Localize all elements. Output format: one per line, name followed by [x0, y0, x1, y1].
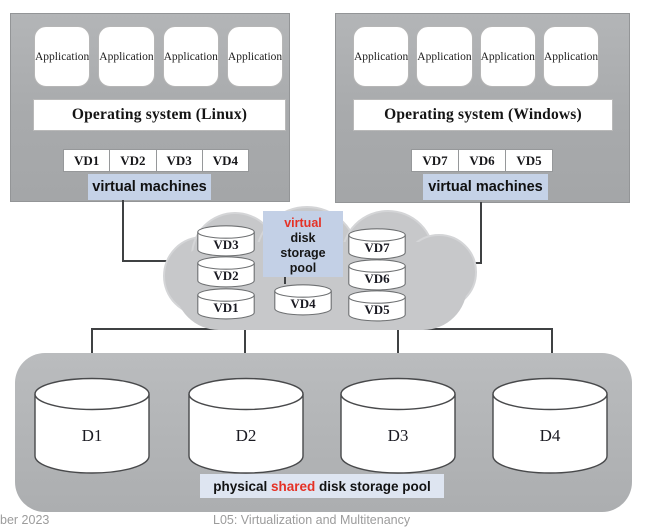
- vd-cylinder-label: VD3: [213, 237, 239, 252]
- vd-cylinder: VD2: [197, 256, 255, 288]
- vd-cylinder: VD4: [274, 284, 332, 316]
- connector-drop-d2: [244, 328, 246, 355]
- vd-cylinder-label: VD6: [364, 271, 390, 286]
- vdisk-label-tick: [284, 277, 286, 284]
- vm-right-vd-row: VD7 VD6 VD5: [411, 149, 553, 172]
- vm-left-vd-row: VD1 VD2 VD3 VD4: [63, 149, 249, 172]
- virtual-disk-pool-label: virtual disk storage pool: [263, 211, 343, 277]
- physical-disk-label: D1: [81, 426, 103, 445]
- application-box: Application: [162, 26, 219, 87]
- vdisk-label-line3: storage: [280, 246, 326, 260]
- pool-caption-part2: shared: [270, 478, 316, 494]
- os-label: Operating system (Windows): [384, 106, 582, 123]
- vd-cylinder-label: VD7: [364, 240, 390, 255]
- vd-cell: VD3: [155, 149, 203, 172]
- vd-cell: VD4: [201, 149, 249, 172]
- vm-right-apps-row: Application Application Application Appl…: [353, 26, 600, 87]
- connector-left-horizontal: [122, 260, 174, 262]
- connector-right-vertical: [480, 202, 482, 264]
- physical-disk-cylinder: D3: [340, 377, 456, 475]
- connector-drop-d3: [397, 328, 399, 355]
- connector-drop-d1: [91, 328, 93, 355]
- vd-cell: VD6: [458, 149, 506, 172]
- vd-cell: VD1: [63, 149, 111, 172]
- vd-cylinder: VD1: [197, 288, 255, 320]
- physical-pool-caption: physical shared disk storage pool: [200, 474, 444, 498]
- physical-disk-cylinder: D1: [34, 377, 150, 475]
- physical-disk-cylinder: D2: [188, 377, 304, 475]
- connector-drop-d4: [551, 328, 553, 355]
- vd-cylinder: VD7: [348, 228, 406, 260]
- application-label: Application: [99, 50, 154, 63]
- vd-cylinder: VD5: [348, 290, 406, 322]
- application-box: Application: [542, 26, 600, 87]
- application-box: Application: [34, 26, 91, 87]
- vdisk-label-line1: virtual: [284, 216, 322, 230]
- physical-disk-label: D2: [235, 426, 257, 445]
- footer-title: L05: Virtualization and Multitenancy: [213, 513, 411, 527]
- os-bar-linux: Operating system (Linux): [33, 99, 286, 131]
- vm-left-caption: virtual machines: [88, 174, 211, 200]
- application-label: Application: [354, 50, 409, 63]
- vd-cylinder: VD6: [348, 259, 406, 291]
- vm-right-caption: virtual machines: [423, 174, 548, 200]
- vd-cell: VD5: [505, 149, 553, 172]
- application-label: Application: [543, 50, 599, 63]
- physical-disk-label: D4: [539, 426, 561, 445]
- vd-cylinder-label: VD5: [364, 302, 390, 317]
- pool-caption-part1: physical: [213, 478, 271, 494]
- application-label: Application: [417, 50, 472, 63]
- os-label: Operating system (Linux): [71, 106, 248, 123]
- vdisk-label-line2: disk: [290, 231, 316, 245]
- vd-cylinder-label: VD2: [213, 268, 239, 283]
- application-box: Application: [226, 26, 284, 87]
- os-bar-windows: Operating system (Windows): [353, 99, 613, 131]
- physical-disk-label: D3: [387, 426, 409, 445]
- vd-cylinder-label: VD1: [213, 300, 239, 315]
- vm-right-box: Application Application Application Appl…: [335, 13, 630, 203]
- application-box: Application: [98, 26, 155, 87]
- vm-left-apps-row: Application Application Application Appl…: [34, 26, 284, 87]
- application-label: Application: [480, 50, 535, 63]
- vdisk-label-line4: pool: [289, 261, 317, 275]
- connector-left-vertical: [122, 200, 124, 262]
- vd-cylinder: VD3: [197, 225, 255, 257]
- application-label: Application: [163, 50, 218, 63]
- physical-disk-cylinder: D4: [492, 377, 608, 475]
- vd-cylinder-label: VD4: [290, 296, 316, 311]
- vd-cell: VD2: [109, 149, 157, 172]
- application-box: Application: [479, 26, 536, 87]
- pool-caption-part3: disk storage pool: [315, 478, 431, 494]
- application-label: Application: [227, 50, 283, 63]
- application-label: Application: [35, 50, 90, 63]
- vm-left-box: Application Application Application Appl…: [10, 13, 290, 202]
- footer-date: ber 2023: [0, 513, 50, 527]
- application-box: Application: [353, 26, 410, 87]
- application-box: Application: [416, 26, 473, 87]
- vd-cell: VD7: [411, 149, 459, 172]
